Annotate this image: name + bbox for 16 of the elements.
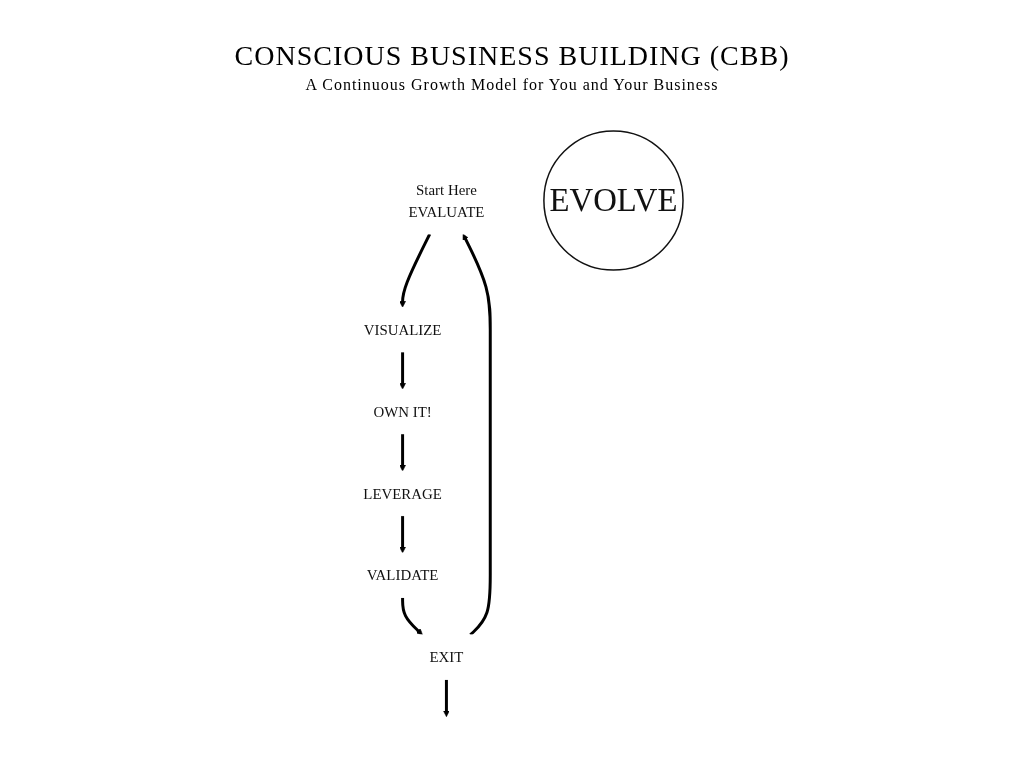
arrow [443, 679, 450, 717]
node-text: EXIT [429, 648, 464, 666]
node-text: VISUALIZE [363, 321, 442, 338]
diagram-subtitle: A Continuous Growth Model for You and Your Business [304, 76, 720, 94]
arrow [399, 433, 406, 472]
node-text: LEVERAGE [363, 485, 442, 502]
arrow [399, 515, 406, 554]
diagram-title: CONSCIOUS BUSINESS BUILDING (CBB) [233, 39, 791, 72]
arrow [462, 233, 492, 636]
node-text: VALIDATE [366, 567, 439, 584]
node-text: Start Here EVALUATE [408, 181, 485, 220]
arrow [401, 597, 423, 636]
node-text: OWN IT! [373, 403, 432, 420]
node-circle: EVOLVE [543, 130, 684, 271]
arrow [399, 233, 432, 308]
arrow [399, 351, 406, 390]
